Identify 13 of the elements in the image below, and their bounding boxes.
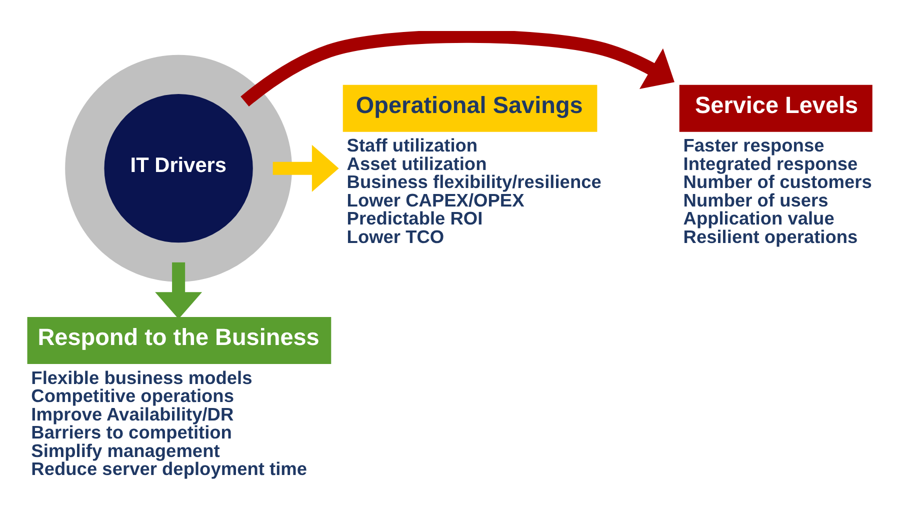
node-label: Flexible business models [31,366,252,388]
node-label: Application value [683,207,834,228]
node-box: Respond to the Business [27,316,332,364]
node-label: Competitive operations [31,384,234,406]
node-label: Business flexibility/resilience [346,170,602,192]
node-label: Faster response [683,134,824,156]
arrow [240,30,674,106]
arrow [272,144,339,192]
node-box: Operational Savings [342,84,598,132]
arrow [155,262,202,319]
node-circle: IT Drivers [65,54,292,282]
node-box: Service Levels [679,84,872,132]
node-label: Number of users [683,188,828,210]
